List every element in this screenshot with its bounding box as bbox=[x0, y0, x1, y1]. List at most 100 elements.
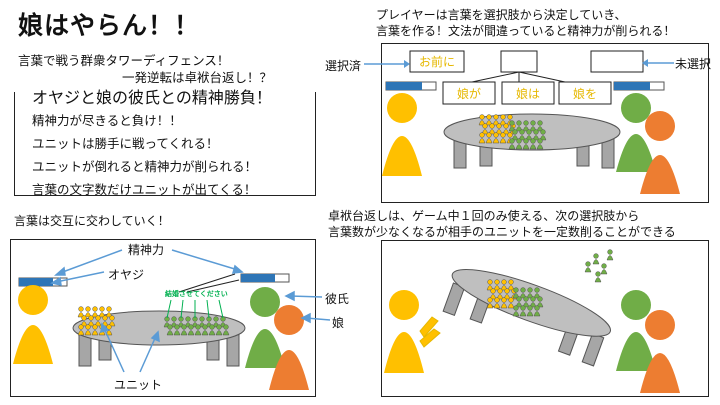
unit-figure bbox=[195, 324, 201, 330]
boyfriend-figure bbox=[616, 332, 656, 371]
unit-figure bbox=[106, 306, 112, 312]
unit-figure bbox=[519, 311, 527, 317]
unit-figure bbox=[102, 315, 108, 321]
unit-figure bbox=[486, 303, 494, 309]
unit-figure bbox=[85, 324, 91, 330]
unit-figure bbox=[512, 129, 518, 135]
unit-figure bbox=[534, 287, 540, 293]
choice-label: 娘は bbox=[516, 86, 540, 101]
unit-figure bbox=[478, 138, 486, 144]
unit-figure bbox=[487, 279, 493, 285]
father-figure bbox=[13, 325, 53, 364]
panel-word-selection: お前に 娘が 娘は 娘を bbox=[381, 43, 709, 203]
unit-figure bbox=[109, 315, 115, 321]
unit-figure bbox=[95, 315, 101, 321]
unit-figure bbox=[494, 279, 500, 285]
unit-figure bbox=[77, 330, 85, 336]
unit-figure bbox=[166, 330, 174, 336]
unit-figure bbox=[489, 123, 495, 129]
unit-figure bbox=[508, 297, 514, 303]
label-boyfriend: 彼氏 bbox=[325, 292, 350, 306]
low-table bbox=[443, 113, 621, 151]
selected-word-slot[interactable] bbox=[409, 50, 465, 73]
unit-figure bbox=[479, 132, 485, 138]
unit-crowd bbox=[77, 306, 230, 336]
unit-figure bbox=[181, 324, 187, 330]
unit-figure bbox=[91, 330, 99, 336]
unit-figure bbox=[595, 271, 601, 277]
panel2-illustration: 結婚させてください bbox=[13, 273, 309, 390]
unit-figure bbox=[509, 138, 515, 144]
father-arm bbox=[419, 316, 439, 338]
unit-figure bbox=[106, 324, 112, 330]
unit-figure bbox=[508, 144, 516, 150]
unit-figure bbox=[523, 296, 529, 302]
unit-figure bbox=[487, 297, 493, 303]
unit-figure bbox=[500, 303, 508, 309]
label-selected: 選択済 bbox=[325, 59, 362, 73]
unit-figure bbox=[187, 330, 195, 336]
label-father: オヤジ bbox=[108, 268, 145, 282]
unit-figure bbox=[188, 324, 194, 330]
unit-figure bbox=[533, 311, 541, 317]
unit-figure bbox=[516, 138, 522, 144]
label-spirit: 精神力 bbox=[128, 243, 165, 257]
unit-figure bbox=[202, 324, 208, 330]
unit-figure bbox=[540, 129, 546, 135]
unit-figure bbox=[493, 303, 501, 309]
subtitle-line1: 言葉で戦う群衆タワーディフェンス！ bbox=[18, 53, 230, 68]
unit-figure bbox=[527, 305, 533, 311]
panel1-caption-line2: 言葉を作る！文法が間違っていると精神力が削られる！ bbox=[376, 24, 676, 38]
flying-units bbox=[584, 249, 614, 283]
unit-figure bbox=[180, 330, 188, 336]
unit-figure bbox=[78, 324, 84, 330]
choice-label: 娘を bbox=[573, 86, 597, 101]
father-spirit-gauge-fill bbox=[19, 278, 53, 286]
unit-figure bbox=[520, 287, 526, 293]
empty-word-slot[interactable] bbox=[500, 50, 538, 73]
unit-figure bbox=[167, 324, 173, 330]
rule-item: 言葉の文字数だけユニットが出てくる！ bbox=[32, 182, 257, 197]
unit-figure bbox=[223, 324, 229, 330]
father-figure bbox=[384, 332, 424, 373]
unit-figure bbox=[537, 296, 543, 302]
unselected-word-slot[interactable] bbox=[590, 50, 644, 73]
unit-figure bbox=[515, 144, 523, 150]
subtitle-line2: 一発逆転は卓袱台返し！？ bbox=[122, 70, 273, 85]
unit-figure bbox=[84, 330, 92, 336]
rule-item: ユニットは勝手に戦ってくれる！ bbox=[32, 136, 219, 151]
unit-figure bbox=[493, 132, 499, 138]
panel3-illustration bbox=[384, 249, 680, 393]
unit-figure bbox=[208, 330, 216, 336]
label-daughter: 娘 bbox=[332, 316, 345, 330]
unit-figure bbox=[199, 316, 205, 322]
unit-figure bbox=[216, 324, 222, 330]
unit-figure bbox=[512, 311, 520, 317]
daughter-figure bbox=[640, 353, 680, 393]
unit-figure bbox=[194, 330, 202, 336]
unit-figure bbox=[507, 132, 513, 138]
unit-figure bbox=[486, 132, 492, 138]
unit-figure bbox=[607, 249, 613, 255]
choice-button[interactable] bbox=[501, 81, 555, 105]
unit-figure bbox=[530, 296, 536, 302]
unit-figure bbox=[501, 279, 507, 285]
unit-figure bbox=[215, 330, 223, 336]
unit-figure bbox=[592, 259, 600, 265]
unit-figure bbox=[516, 120, 522, 126]
panel-table-flip bbox=[381, 240, 709, 397]
unit-figure bbox=[213, 316, 219, 322]
unit-figure bbox=[537, 138, 543, 144]
rules-box bbox=[14, 92, 316, 196]
unit-figure bbox=[494, 297, 500, 303]
annotation-arrows bbox=[50, 249, 331, 373]
panel2-caption: 言葉は交互に交わしていく！ bbox=[14, 214, 170, 228]
father-figure bbox=[382, 136, 422, 176]
unit-figure bbox=[522, 144, 530, 150]
daughter-figure bbox=[640, 155, 680, 194]
unit-figure bbox=[88, 315, 94, 321]
choice-button[interactable] bbox=[442, 81, 496, 105]
unit-figure bbox=[600, 269, 608, 275]
label-arrow bbox=[364, 60, 410, 68]
choice-button[interactable] bbox=[558, 81, 612, 105]
